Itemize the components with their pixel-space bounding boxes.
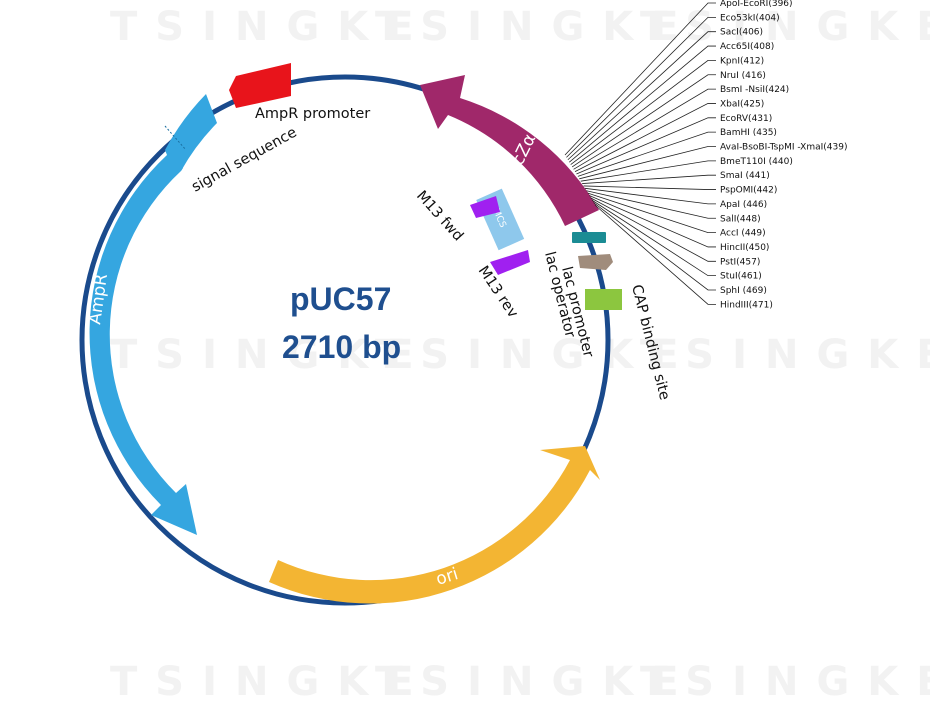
restriction-site-label: PspOMI(442) [720, 186, 777, 196]
m13-fwd-label: M13 fwd [413, 188, 466, 244]
restriction-site-leader [567, 31, 716, 161]
restriction-site-label: BamHI (435) [720, 128, 777, 138]
restriction-site-leader [590, 197, 716, 262]
lac-promoter-feature [572, 232, 606, 243]
restriction-site-label: StuI(461) [720, 272, 762, 282]
signal-sequence-divider [164, 125, 187, 151]
lac-operator-feature [578, 254, 613, 270]
restriction-site-leader [566, 16, 716, 158]
watermark-text: TSINGKE [375, 4, 697, 50]
plasmid-name: pUC57 [290, 281, 391, 317]
watermark-text: TSINGKE [110, 659, 432, 705]
restriction-site-label: XbaI(425) [720, 99, 764, 109]
watermark-text: TSINGKE [640, 4, 930, 50]
restriction-site-label: HincII(450) [720, 243, 769, 253]
restriction-site-label: SalI(448) [720, 214, 761, 224]
restriction-site-leader [582, 174, 716, 184]
ampr-feature [89, 150, 197, 535]
restriction-site-label: AccI (449) [720, 229, 766, 239]
restriction-site-leader [570, 60, 716, 165]
ori-feature [269, 446, 600, 604]
restriction-site-label: EcoRV(431) [720, 114, 772, 124]
restriction-site-leader [584, 187, 716, 205]
restriction-site-label: Eco53kI(404) [720, 13, 780, 23]
watermark: TSINGKE TSINGKE TSINGKE TSINGKE TSINGKE … [110, 4, 930, 705]
restriction-site-leader [569, 45, 716, 163]
cap-binding-site-feature [585, 289, 622, 310]
restriction-site-label: PstI(457) [720, 257, 760, 267]
plasmid-size: 2710 bp [282, 329, 401, 365]
restriction-site-leader [574, 103, 716, 173]
restriction-site-label: BsmI -NsiI(424) [720, 85, 789, 95]
signal-sequence-feature [165, 94, 217, 171]
ampr-promoter-label: AmpR promoter [255, 106, 370, 122]
restriction-site-leader [577, 131, 716, 177]
restriction-site-leader [580, 160, 716, 182]
restriction-site-label: HindIII(471) [720, 300, 773, 310]
m13-rev-primer [490, 250, 530, 275]
lacz-feature [420, 75, 599, 226]
restriction-site-label: ApaI (446) [720, 200, 767, 210]
restriction-site-leader [587, 192, 716, 234]
restriction-site-leader [586, 190, 716, 219]
ampr-promoter-feature [229, 63, 291, 108]
restriction-site-label: SphI (469) [720, 286, 767, 296]
watermark-text: TSINGKE [110, 4, 432, 50]
restriction-sites: ApoI-EcoRI(396) Eco53kI(404) SacI(406) Acc6… [564, 0, 847, 310]
restriction-site-leader [579, 146, 716, 180]
plasmid-backbone [79, 74, 611, 606]
watermark-text: TSINGKE [375, 332, 697, 378]
restriction-site-leader [576, 117, 716, 175]
watermark-text: TSINGKE [375, 659, 697, 705]
restriction-site-leader [564, 2, 716, 156]
restriction-site-label: AvaI-BsoBI-TspMI -XmaI(439) [720, 143, 847, 153]
restriction-site-leader [593, 202, 716, 291]
restriction-site-label: KpnI(412) [720, 56, 764, 66]
restriction-site-label: NruI (416) [720, 71, 766, 81]
watermark-text: TSINGKE [640, 332, 930, 378]
restriction-site-label: Acc65I(408) [720, 42, 774, 52]
m13-fwd-primer [470, 196, 500, 218]
restriction-site-leader [594, 204, 716, 305]
restriction-site-label: SacI(406) [720, 28, 763, 38]
restriction-site-leader [583, 185, 716, 190]
restriction-site-leader [589, 195, 716, 248]
restriction-site-leader [591, 199, 716, 277]
restriction-site-label: ApoI-EcoRI(396) [720, 0, 793, 9]
restriction-site-label: SmaI (441) [720, 171, 770, 181]
watermark-text: TSINGKE [640, 659, 930, 705]
restriction-site-label: BmeT110I (440) [720, 157, 793, 167]
restriction-site-leader [573, 88, 716, 170]
watermark-text: TSINGKE [110, 332, 432, 378]
restriction-site-leader [571, 74, 716, 168]
